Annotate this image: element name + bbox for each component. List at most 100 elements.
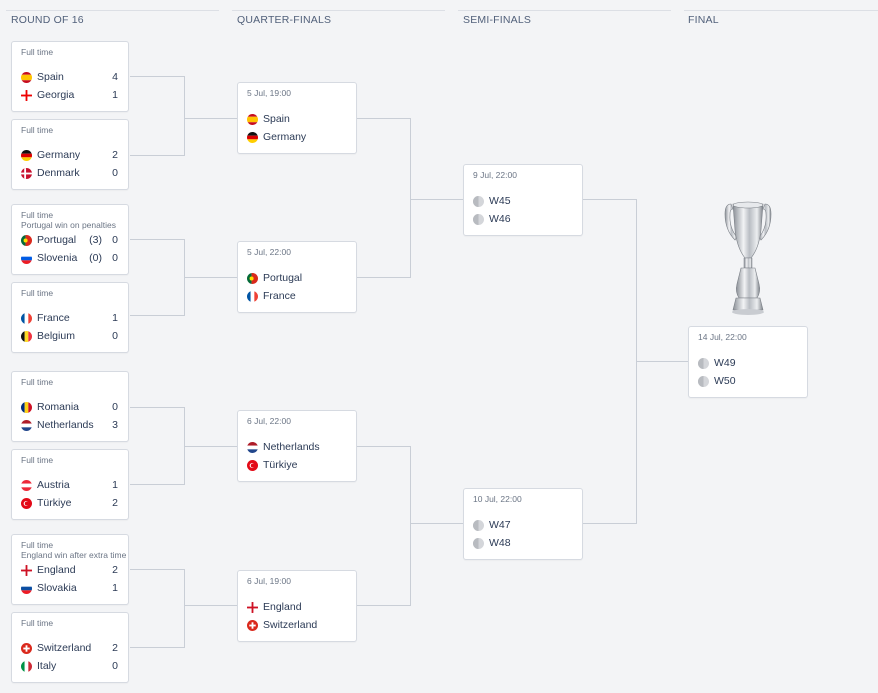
team-row[interactable]: Türkiye [247, 458, 346, 472]
portugal-flag-icon [247, 272, 258, 284]
score: 0 [112, 252, 118, 264]
bracket-connector [184, 569, 185, 648]
column-divider [6, 10, 219, 11]
team-row[interactable]: Slovenia(0)0 [21, 251, 118, 265]
team-name: Switzerland [263, 619, 318, 631]
team-name: Georgia [37, 89, 75, 101]
match-date: 9 Jul, 22:00 [473, 170, 517, 180]
team-row[interactable]: W48 [473, 536, 572, 550]
team-row[interactable]: Switzerland 2 [21, 641, 118, 655]
team-row[interactable]: Romania 0 [21, 400, 118, 414]
bracket-connector [357, 277, 410, 278]
team-row[interactable]: France [247, 289, 346, 303]
team-row[interactable]: Germany [247, 130, 346, 144]
placeholder-flag-icon [473, 195, 484, 207]
spain-flag-icon [21, 71, 32, 83]
romania-flag-icon [21, 401, 32, 413]
france-flag-icon [247, 290, 258, 302]
team-row[interactable]: Netherlands [247, 440, 346, 454]
bracket-connector [357, 118, 410, 119]
spain-flag-icon [247, 113, 258, 125]
team-row[interactable]: Portugal [247, 271, 346, 285]
team-row[interactable]: Switzerland [247, 618, 346, 632]
team-name: Germany [37, 149, 81, 161]
score: 2 [112, 642, 118, 654]
bracket-connector [130, 239, 184, 240]
placeholder-flag-icon [473, 537, 484, 549]
team-row[interactable]: W47 [473, 518, 572, 532]
score: 0 [112, 330, 118, 342]
score: 0 [112, 234, 118, 246]
england-flag-icon [247, 601, 258, 613]
column-header-semi-finals: SEMI-FINALS [463, 14, 532, 26]
team-row[interactable]: W49 [698, 356, 797, 370]
match-status: Full time [21, 47, 54, 57]
team-name: Denmark [37, 167, 80, 179]
column-divider [684, 10, 878, 11]
team-row[interactable]: W46 [473, 212, 572, 226]
bracket-connector [583, 523, 636, 524]
bracket-connector [410, 446, 411, 606]
bracket-connector [410, 118, 411, 278]
team-row[interactable]: W45 [473, 194, 572, 208]
portugal-flag-icon [21, 234, 32, 246]
team-row[interactable]: Portugal(3)0 [21, 233, 118, 247]
team-row[interactable]: Spain [247, 112, 346, 126]
team-name: W48 [489, 537, 511, 549]
team-name: W49 [714, 357, 736, 369]
turkiye-flag-icon [21, 497, 32, 509]
switzerland-flag-icon [21, 642, 32, 654]
georgia-flag-icon [21, 89, 32, 101]
match-date: 14 Jul, 22:00 [698, 332, 747, 342]
team-row[interactable]: England [247, 600, 346, 614]
netherlands-flag-icon [247, 441, 258, 453]
team-name: Switzerland [37, 642, 92, 654]
team-name: Netherlands [263, 441, 320, 453]
column-divider [232, 10, 445, 11]
score: 0 [112, 401, 118, 413]
match-status: Full time [21, 455, 54, 465]
score: 4 [112, 71, 118, 83]
team-name: Romania [37, 401, 80, 413]
bracket-connector [130, 484, 184, 485]
belgium-flag-icon [21, 330, 32, 342]
team-name: Netherlands [37, 419, 94, 431]
bracket-connector [583, 199, 636, 200]
bracket-connector [184, 76, 185, 156]
match-note: England win after extra time [21, 550, 126, 560]
bracket-connector [130, 647, 184, 648]
penalty-score: (0) [89, 252, 102, 264]
team-row[interactable]: W50 [698, 374, 797, 388]
netherlands-flag-icon [21, 419, 32, 431]
bracket-connector [130, 76, 184, 77]
bracket-connector [130, 155, 184, 156]
bracket-connector [410, 199, 463, 200]
